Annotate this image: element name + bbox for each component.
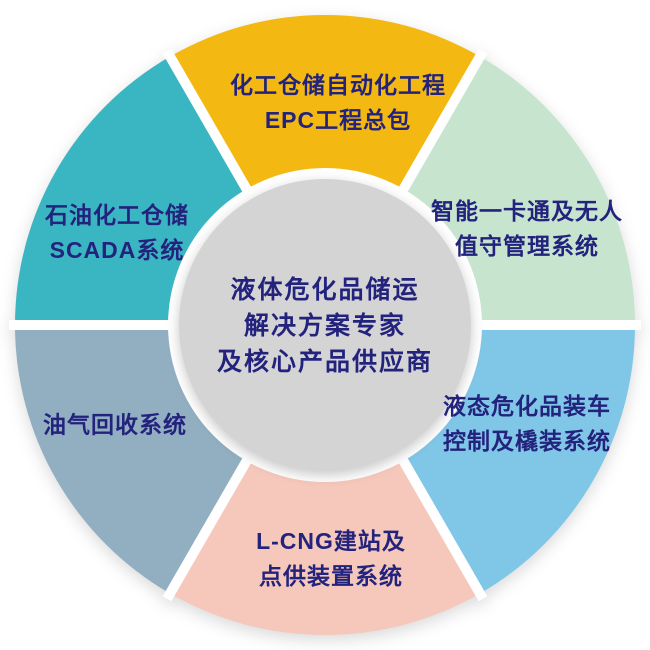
center-title: 液体危化品储运 解决方案专家 及核心产品供应商 xyxy=(217,272,433,380)
center-title-line-3: 及核心产品供应商 xyxy=(216,348,434,376)
center-title-line-1: 液体危化品储运 xyxy=(230,276,420,304)
center-circle xyxy=(179,179,471,471)
center-title-line-2: 解决方案专家 xyxy=(243,312,407,340)
